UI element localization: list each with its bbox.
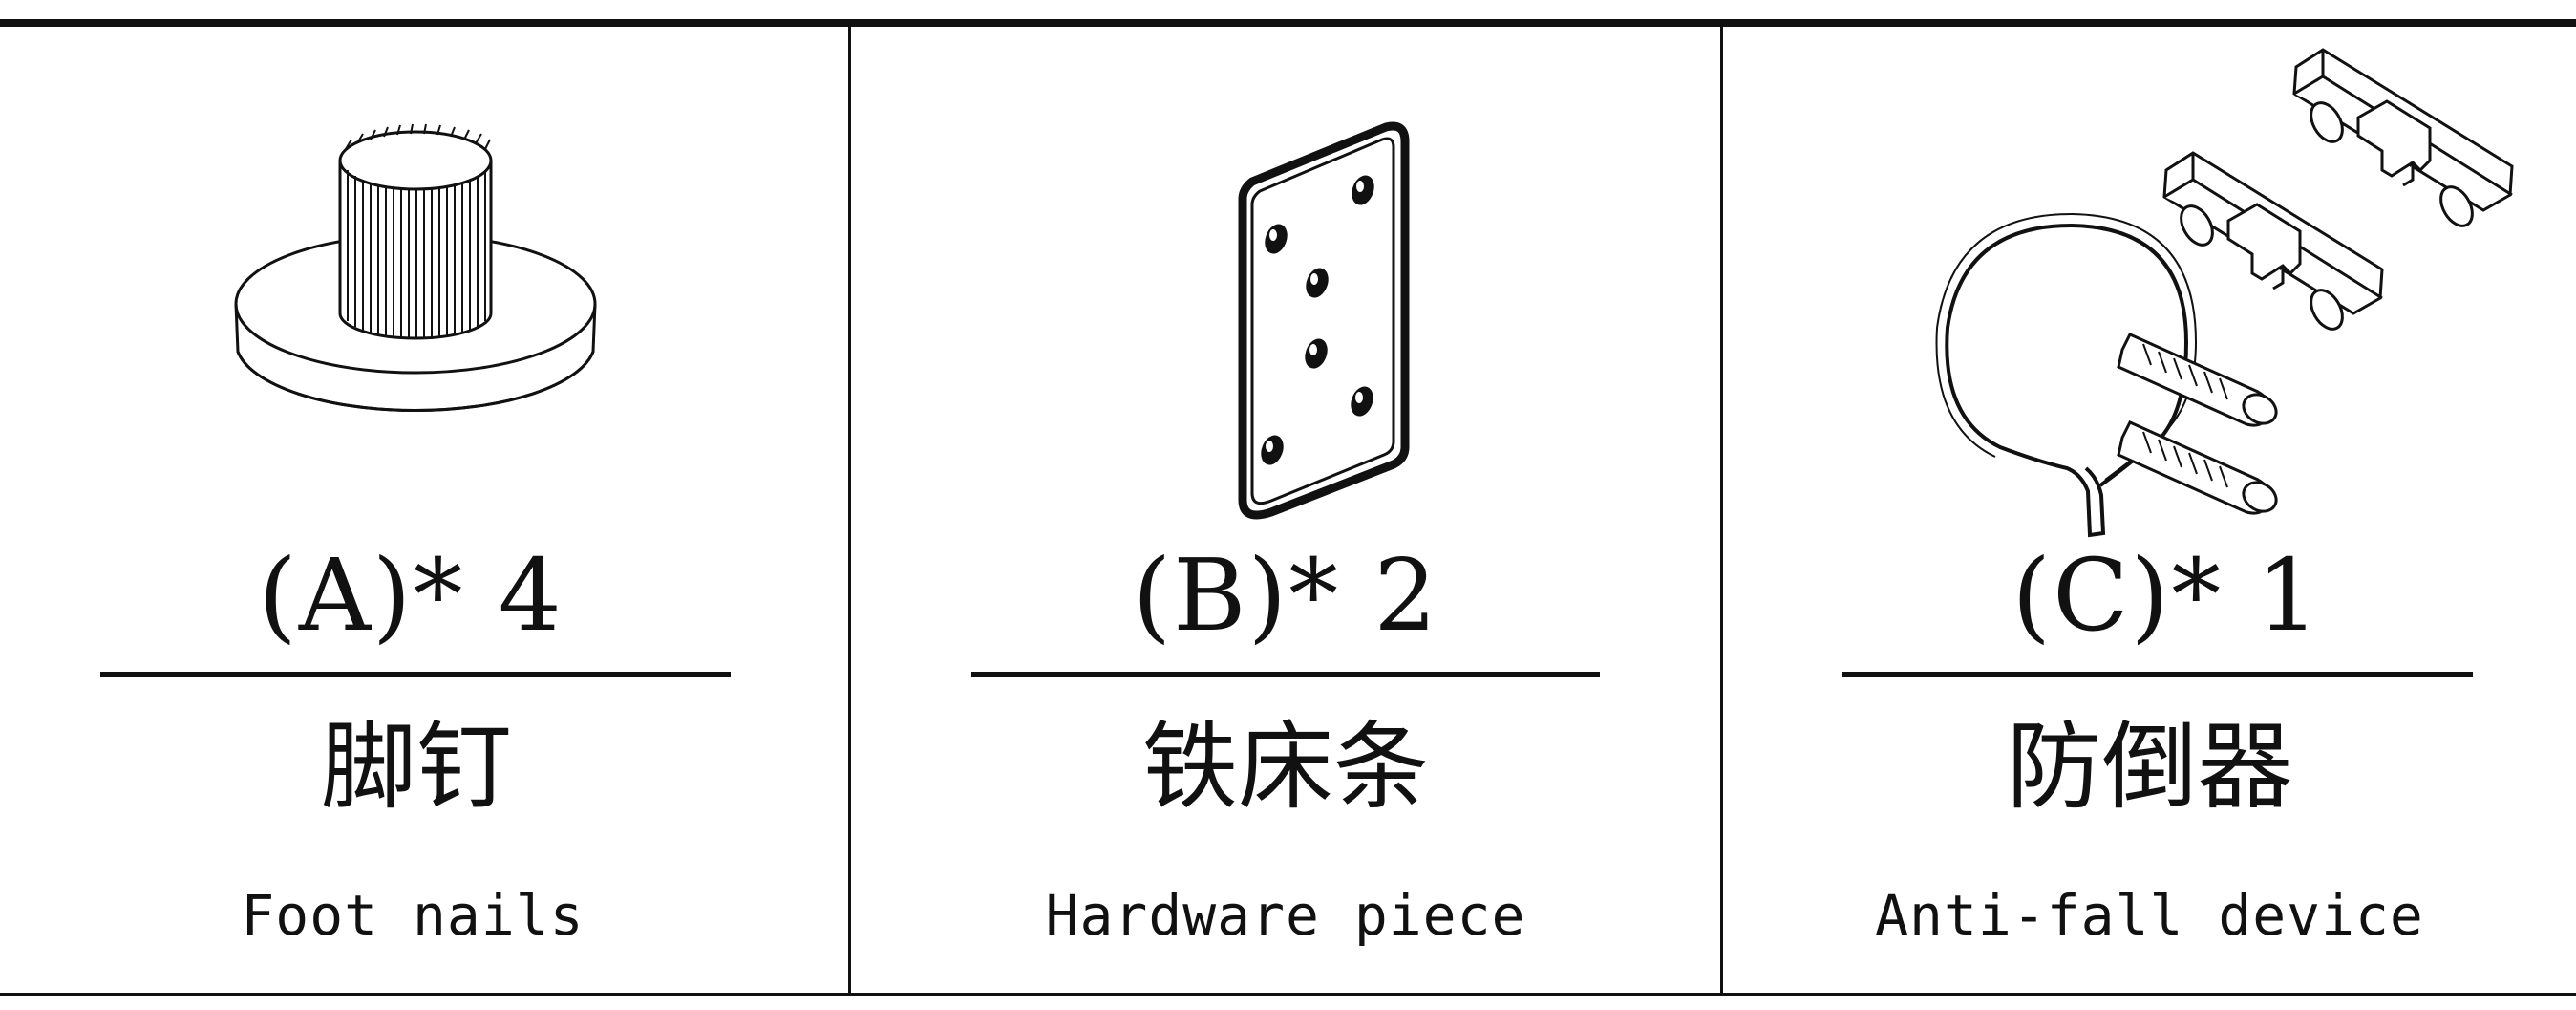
part-name-chinese: 脚钉	[321, 711, 512, 823]
part-name-english: Anti-fall device	[1875, 883, 2424, 948]
part-cell-b: (B)* 2 铁床条 Hardware piece	[851, 27, 1720, 993]
label-rule	[1842, 672, 2473, 677]
column-divider	[848, 27, 851, 996]
part-cell-a: (A)* 4 脚钉 Foot nails	[0, 27, 848, 993]
part-name-english: Foot nails	[241, 883, 585, 948]
label-rule	[100, 672, 731, 677]
quantity-label: (A)* 4	[258, 537, 564, 654]
label-rule	[971, 672, 1600, 677]
part-name-chinese: 铁床条	[1142, 711, 1429, 823]
column-divider	[1720, 27, 1723, 996]
part-cell-c: (C)* 1 防倒器 Anti-fall device	[1723, 27, 2576, 993]
foot-nail-icon	[0, 27, 848, 543]
bottom-border	[0, 993, 2576, 996]
part-name-english: Hardware piece	[1045, 883, 1526, 948]
quantity-label: (C)* 1	[2012, 537, 2322, 654]
anti-fall-device-icon	[1723, 27, 2576, 543]
part-name-chinese: 防倒器	[2006, 711, 2293, 823]
hardware-plate-icon	[851, 27, 1720, 543]
quantity-label: (B)* 2	[1132, 537, 1439, 654]
top-border	[0, 19, 2576, 27]
